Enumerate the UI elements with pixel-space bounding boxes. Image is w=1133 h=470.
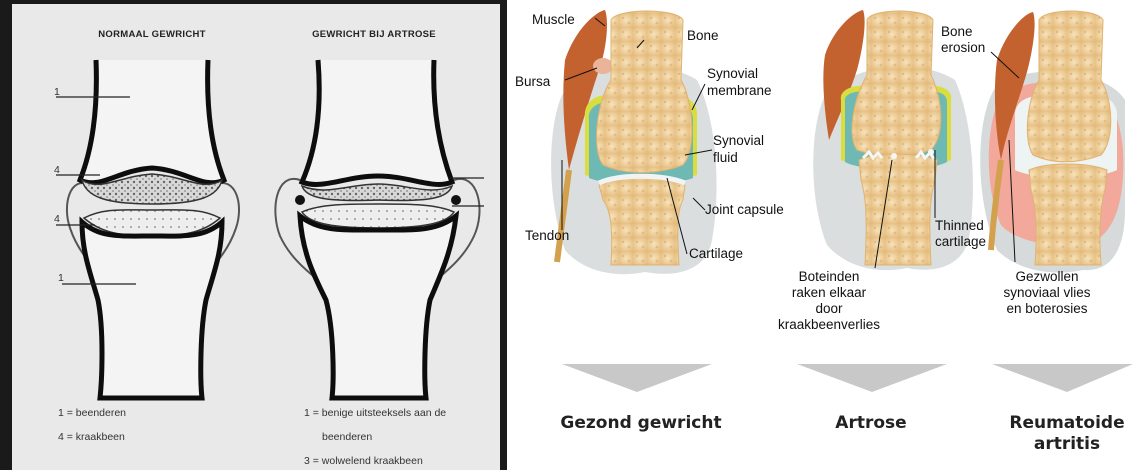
scan-legend-normal-1: 1 = beenderen xyxy=(58,407,126,419)
arrow-down-gezond xyxy=(562,364,712,392)
label-boteinden-3: door xyxy=(815,301,843,316)
label-joint-capsule: Joint capsule xyxy=(705,202,784,217)
scan-title-artrose: GEWRICHT BIJ ARTROSE xyxy=(312,29,436,40)
label-muscle: Muscle xyxy=(532,12,575,27)
label-thinned-cartilage-1: Thinned xyxy=(935,218,984,233)
ra-joint xyxy=(980,11,1125,273)
caption-reumatoide-1: Reumatoide xyxy=(1009,413,1124,433)
scan-svg: NORMAAL GEWRICHT GEWRICHT BIJ ARTROSE 1 … xyxy=(0,0,507,470)
label-boteinden-1: Boteinden xyxy=(799,269,860,284)
label-boteinden-2: raken elkaar xyxy=(792,285,867,300)
arrow-down-reumatoide xyxy=(992,364,1133,392)
label-tendon: Tendon xyxy=(525,228,569,243)
svg-text:1: 1 xyxy=(54,86,60,98)
label-synovial-membrane-1: Synovial xyxy=(707,66,758,81)
color-joint-illustration: Muscle Bone Bursa Synovial membrane Syno… xyxy=(507,0,1133,470)
caption-artrose: Artrose xyxy=(835,413,906,433)
label-synovial-fluid-1: Synovial xyxy=(713,133,764,148)
svg-text:4: 4 xyxy=(54,213,60,225)
label-bursa: Bursa xyxy=(515,74,551,89)
label-bone-erosion-1: Bone xyxy=(941,24,973,39)
bursa-shape xyxy=(593,58,613,74)
label-synovial-fluid-2: fluid xyxy=(713,150,738,165)
label-cartilage: Cartilage xyxy=(689,246,743,261)
caption-gezond: Gezond gewricht xyxy=(560,413,721,433)
scan-legend-artrose-3: 3 = wolwelend kraakbeen xyxy=(304,455,423,467)
healthy-joint xyxy=(551,10,716,274)
caption-reumatoide-2: artritis xyxy=(1034,434,1100,454)
label-gezwollen-1: Gezwollen xyxy=(1015,269,1078,284)
scan-legend-artrose-1: 1 = benige uitsteeksels aan de xyxy=(304,407,446,419)
label-boteinden-4: kraakbeenverlies xyxy=(778,317,880,332)
svg-text:4: 4 xyxy=(54,164,60,176)
label-bone-erosion-2: erosion xyxy=(941,40,985,55)
scan-legend-artrose-2: beenderen xyxy=(322,431,372,443)
label-thinned-cartilage-2: cartilage xyxy=(935,234,986,249)
label-synovial-membrane-2: membrane xyxy=(707,83,772,98)
scanned-joint-figure: NORMAAL GEWRICHT GEWRICHT BIJ ARTROSE 1 … xyxy=(0,0,507,470)
label-gezwollen-2: synoviaal vlies xyxy=(1003,285,1090,300)
arrow-down-artrose xyxy=(797,364,947,392)
scan-title-normal: NORMAAL GEWRICHT xyxy=(98,29,206,40)
scan-legend-normal-2: 4 = kraakbeen xyxy=(58,431,125,443)
svg-text:1: 1 xyxy=(58,272,64,284)
label-bone: Bone xyxy=(687,28,719,43)
illustration-svg: Muscle Bone Bursa Synovial membrane Syno… xyxy=(507,0,1133,470)
label-gezwollen-3: en boterosies xyxy=(1006,301,1087,316)
